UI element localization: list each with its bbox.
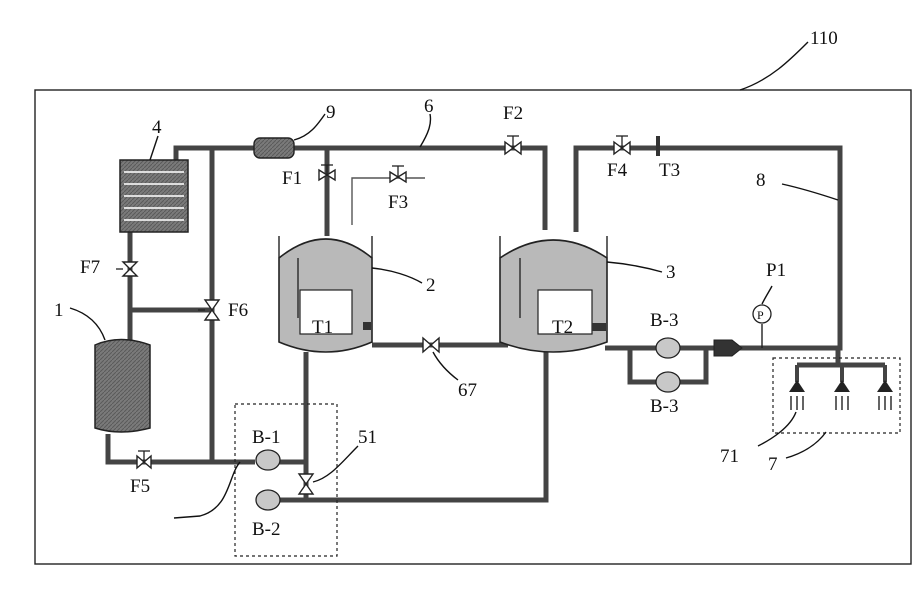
label-p1: P1 [766, 260, 786, 281]
pump-b3-bottom [656, 372, 680, 392]
leader-67 [433, 352, 458, 380]
condenser-4 [120, 160, 188, 232]
label-71: 71 [720, 446, 739, 467]
label-6: 6 [424, 96, 434, 117]
valve-67 [423, 338, 439, 352]
pump-b3-top [656, 338, 680, 358]
label-9: 9 [326, 102, 336, 123]
leader-7 [786, 432, 826, 458]
valve-f7 [116, 262, 137, 276]
label-51: 51 [358, 427, 377, 448]
source-tank-1 [95, 340, 150, 433]
label-f2: F2 [503, 103, 523, 124]
label-8: 8 [756, 170, 766, 191]
leader-p1 [762, 286, 772, 304]
leader-b-group [174, 462, 240, 518]
leader-9 [294, 114, 325, 140]
label-f3: F3 [388, 192, 408, 213]
label-f7: F7 [80, 257, 100, 278]
nozzle-middle [834, 365, 850, 410]
label-f6: F6 [228, 300, 248, 321]
label-t1: T1 [312, 317, 333, 338]
label-f1: F1 [282, 168, 302, 189]
label-4: 4 [152, 117, 162, 138]
label-f4: F4 [607, 160, 628, 181]
label-b3-top: B-3 [650, 310, 679, 331]
system-label: 110 [810, 28, 838, 49]
label-b3-bottom: B-3 [650, 396, 679, 417]
valve-f5 [137, 451, 151, 468]
leader-1 [70, 308, 105, 340]
valve-51 [299, 474, 313, 494]
nozzle-71 [789, 365, 805, 410]
pipes [108, 148, 885, 500]
leader-71 [758, 412, 796, 446]
leader-8 [782, 184, 838, 200]
label-3: 3 [666, 262, 676, 283]
label-t2: T2 [552, 317, 573, 338]
gauge-letter: P [757, 308, 764, 322]
label-t3: T3 [659, 160, 680, 181]
leader-51 [313, 446, 358, 482]
pump-box-b [235, 404, 337, 556]
label-1: 1 [54, 300, 64, 321]
valve-f4 [614, 136, 630, 154]
flow-arrow [714, 340, 742, 356]
leader-2 [372, 268, 422, 283]
leader-4 [150, 136, 158, 160]
sensor-t3-probe [656, 136, 660, 156]
label-b1: B-1 [252, 427, 281, 448]
label-b2: B-2 [252, 519, 281, 540]
nozzle-right [877, 365, 893, 410]
label-7: 7 [768, 454, 778, 475]
system-leader [740, 42, 808, 90]
leader-6 [420, 114, 431, 147]
valve-f3 [390, 166, 406, 182]
label-2: 2 [426, 275, 436, 296]
spray-unit-7 [773, 358, 900, 433]
component-9 [254, 138, 294, 158]
label-f5: F5 [130, 476, 150, 497]
valve-f2 [505, 136, 521, 154]
leader-3 [607, 262, 662, 272]
label-67: 67 [458, 380, 477, 401]
pump-b2 [256, 490, 280, 510]
pump-b1 [256, 450, 280, 470]
